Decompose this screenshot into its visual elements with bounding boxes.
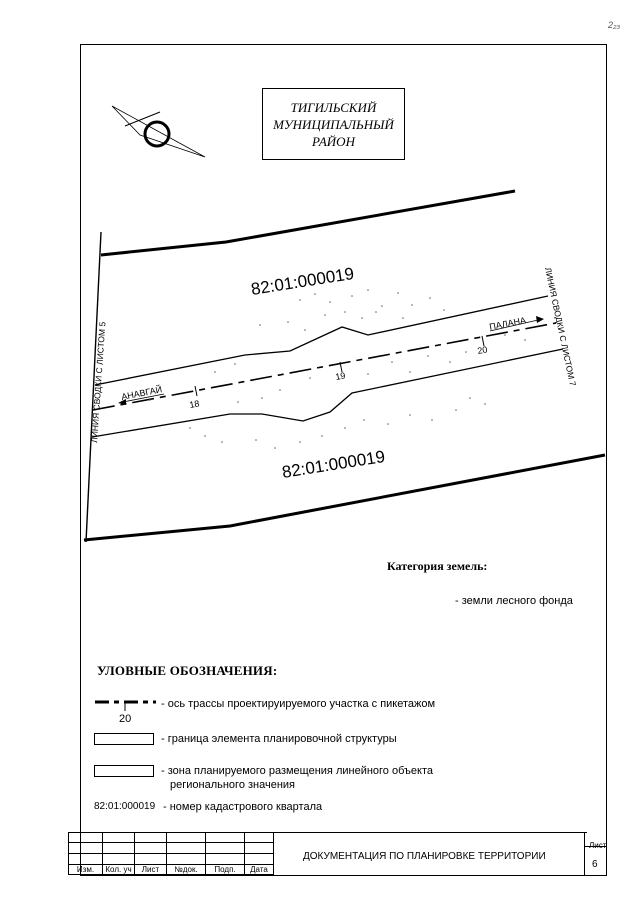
direction-right-label: ПАЛАНА [488,315,526,332]
document-title-cell [267,832,587,876]
planning-boundary-bottom [83,453,606,542]
picket-label-18: 18 [189,398,201,410]
land-category-title: Категория земель: [387,559,488,573]
zone-boundary-upper [94,295,549,386]
document-title: ДОКУМЕНТАЦИЯ ПО ПЛАНИРОВКЕ ТЕРРИТОРИИ [303,851,546,862]
picket-tick-18 [194,385,198,397]
cadastral-label-top: 82:01:000019 [250,264,356,299]
picket-tick-20 [481,335,485,347]
north-arrow-icon [111,105,206,158]
drawing-frame [80,44,607,876]
svg-text:20: 20 [119,713,131,724]
legend-zone-text-1: - зона планируемого размещения линейного… [161,765,433,777]
legend-axis-text: - ось трассы проектируируемого участка с… [161,698,436,710]
col-podp: Подп. [205,864,245,875]
left-junction-line [85,231,102,543]
sheet-label: Лист [589,841,607,850]
title-block: Изм. Кол. уч Лист №док. Подп. Дата [68,832,607,876]
cadastral-label-bottom: 82:01:000019 [281,447,387,482]
corner-mark: 2₂₃ [608,20,621,30]
legend-axis-symbol: 20 [95,700,156,724]
land-category-value: - земли лесного фонда [455,595,573,607]
legend-boundary-symbol [94,733,154,745]
direction-left-label: АНАВГАЙ [120,383,163,402]
col-ndok: №док. [166,864,206,875]
legend-title: УЛОВНЫЕ ОБОЗНАЧЕНИЯ: [97,663,278,678]
col-list: Лист [134,864,167,875]
legend-boundary-text: - граница элемента планировочной структу… [161,733,397,745]
col-kol-uch: Кол. уч [102,864,135,875]
col-izm: Изм. [68,864,103,875]
direction-arrow-right [489,319,539,332]
district-line-2: МУНИЦИПАЛЬНЫЙ [273,116,394,132]
legend-zone-symbol [94,765,154,777]
district-line-1: ТИГИЛЬСКИЙ [290,99,377,115]
sheet-number: 6 [592,859,598,870]
route-axis [92,322,557,411]
picket-label-20: 20 [477,344,489,356]
picket-tick-19 [339,361,343,373]
direction-arrow-left [122,393,165,403]
legend-cadastral-sample: 82:01:000019 [94,801,156,812]
legend-zone-text-2: регионального значения [170,779,296,791]
revision-table: Изм. Кол. уч Лист №док. Подп. Дата [68,832,274,875]
picket-label-19: 19 [335,370,347,382]
sheet-cell [584,832,607,876]
district-title-box: ТИГИЛЬСКИЙ МУНИЦИПАЛЬНЫЙ РАЙОН [262,88,405,160]
planning-boundary-top [100,189,516,257]
right-junction-label: ЛИНИЯ СВОДКИ С ЛИСТОМ 7 [543,266,578,387]
forest-texture [149,289,526,449]
legend-cadastral-text: - номер кадастрового квартала [163,801,323,813]
col-data: Дата [244,864,274,875]
district-line-3: РАЙОН [312,133,355,149]
left-junction-label: ЛИНИЯ СВОДКИ С ЛИСТОМ 5 [89,321,107,443]
zone-boundary-lower [91,348,564,438]
